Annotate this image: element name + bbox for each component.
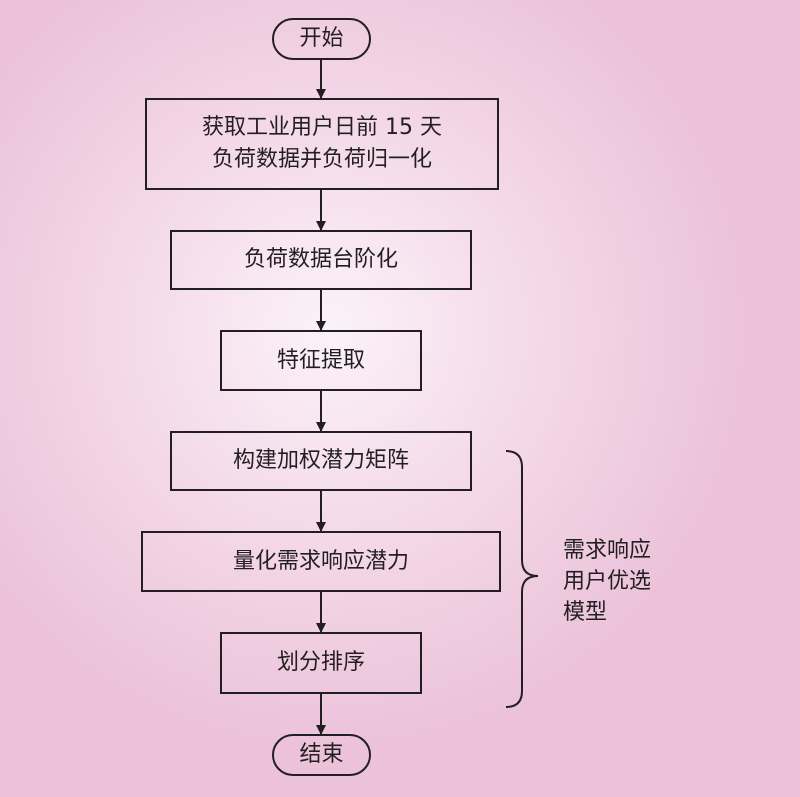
step-load-stepping-label: 负荷数据台阶化 bbox=[243, 247, 398, 272]
step-load-stepping: 负荷数据台阶化 bbox=[170, 230, 472, 290]
group-brace bbox=[505, 450, 539, 708]
end-terminal: 结束 bbox=[272, 734, 371, 776]
step-ranking-label: 划分排序 bbox=[276, 650, 365, 675]
step-weighted-matrix: 构建加权潜力矩阵 bbox=[170, 431, 472, 491]
group-label-line2: 用户优选 bbox=[563, 569, 652, 594]
step-quantify-potential-label: 量化需求响应潜力 bbox=[232, 548, 409, 574]
step-normalize-load-line1: 获取工业用户日前 15 天 bbox=[202, 115, 442, 140]
step-feature-extraction-label: 特征提取 bbox=[276, 347, 365, 373]
step-normalize-load: 获取工业用户日前 15 天 负荷数据并负荷归一化 bbox=[145, 98, 499, 190]
step-ranking: 划分排序 bbox=[220, 632, 422, 694]
group-label-line3: 模型 bbox=[563, 600, 608, 625]
step-feature-extraction: 特征提取 bbox=[220, 330, 422, 391]
group-label: 需求响应 用户优选 模型 bbox=[563, 535, 651, 628]
step-weighted-matrix-label: 构建加权潜力矩阵 bbox=[232, 448, 409, 473]
start-terminal: 开始 bbox=[272, 18, 371, 60]
start-label: 开始 bbox=[299, 26, 344, 51]
step-quantify-potential: 量化需求响应潜力 bbox=[141, 531, 501, 592]
step-normalize-load-line2: 负荷数据并负荷归一化 bbox=[211, 147, 432, 172]
end-label: 结束 bbox=[299, 742, 344, 767]
group-label-line1: 需求响应 bbox=[563, 538, 652, 563]
